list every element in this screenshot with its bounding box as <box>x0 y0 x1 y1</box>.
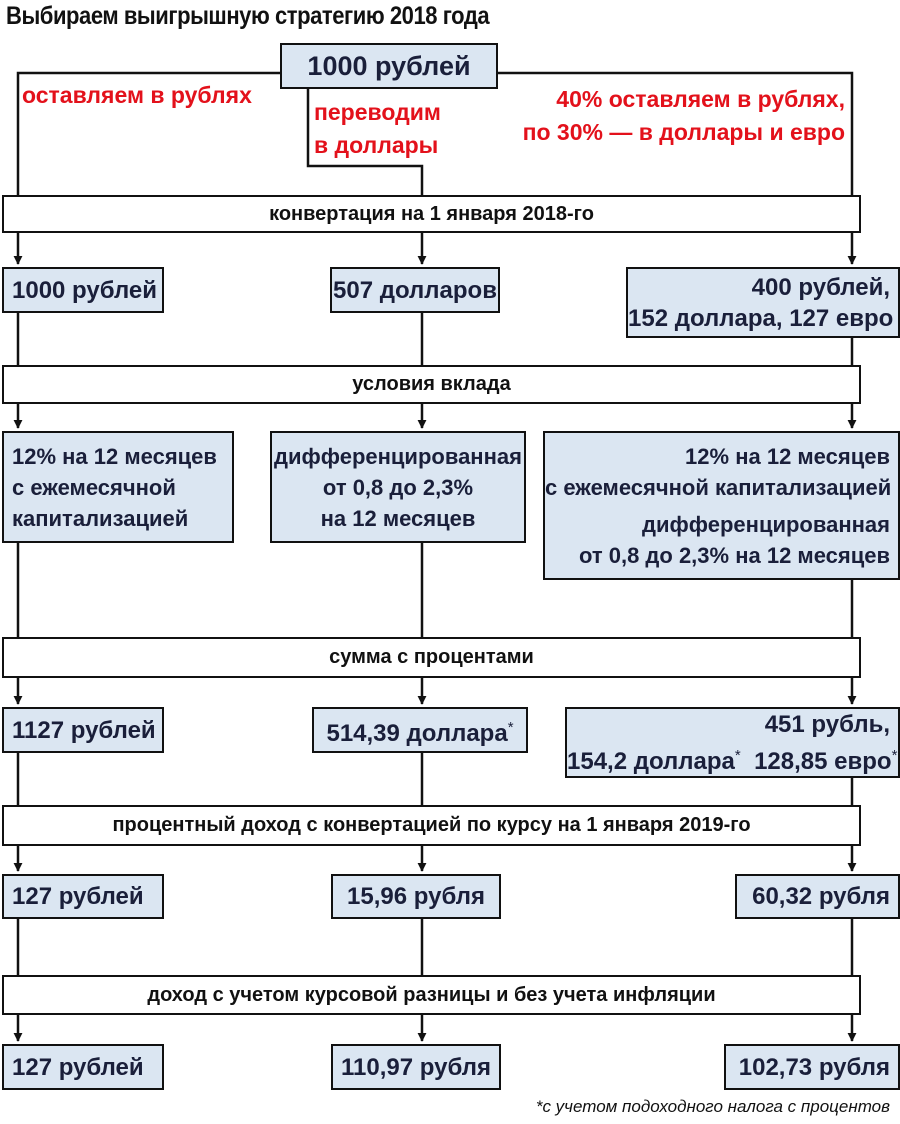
right-sum-line1: 451 рубль, <box>764 710 890 738</box>
connector-root-middle <box>306 88 424 195</box>
left-income-value: 127 рублей <box>12 1053 144 1081</box>
strategy-left-label: оставляем в рублях <box>22 79 252 112</box>
strategy-right-label: 40% оставляем в рублях, по 30% — в долла… <box>523 83 845 149</box>
footnote-marker: * <box>535 1097 543 1116</box>
stage-income-label: доход с учетом курсовой разницы и без уч… <box>147 983 716 1006</box>
middle-terms-line3: на 12 месяцев <box>320 505 476 531</box>
middle-interest-value: 15,96 рубля <box>347 883 485 910</box>
strategy-right-line2: по 30% — в доллары и евро <box>522 119 845 145</box>
middle-sum-value: 514,39 доллара <box>326 719 508 747</box>
strategy-middle-line1: переводим <box>314 99 441 125</box>
middle-start-value: 507 долларов <box>333 276 497 304</box>
stage-conversion-bar: конвертация на 1 января 2018-го <box>2 195 861 233</box>
footnote-marker: * <box>734 746 741 764</box>
connector-root-right <box>497 71 854 195</box>
right-sum-eur: 128,85 евро <box>754 747 892 775</box>
strategy-middle-line2: в доллары <box>314 132 439 158</box>
middle-start-box: 507 долларов <box>330 267 500 313</box>
strategy-middle-label: переводим в доллары <box>314 96 441 162</box>
right-interest-value: 60,32 рубля <box>752 883 890 910</box>
left-start-box: 1000 рублей <box>2 267 164 313</box>
right-interest-box: 60,32 рубля <box>735 874 900 919</box>
stage-interest-label: процентный доход с конвертацией по курсу… <box>112 814 751 836</box>
stage-sum-label: сумма с процентами <box>329 646 534 668</box>
footnote-marker: * <box>891 746 898 764</box>
stage-sum-bar: сумма с процентами <box>2 637 861 678</box>
connector-root-left <box>16 71 280 195</box>
middle-income-box: 110,97 рубля <box>331 1044 501 1090</box>
stage-terms-label: условия вклада <box>352 373 511 395</box>
middle-income-value: 110,97 рубля <box>341 1053 491 1081</box>
right-sum-usd: 154,2 доллара <box>567 747 735 775</box>
right-terms-line2: с ежемесячной капитализацией <box>545 474 892 500</box>
right-income-box: 102,73 рубля <box>724 1044 900 1090</box>
right-start-box: 400 рублей, 152 доллара, 127 евро <box>626 267 900 338</box>
left-start-value: 1000 рублей <box>12 276 158 304</box>
right-terms-line1: 12% на 12 месяцев <box>685 443 890 469</box>
left-interest-value: 127 рублей <box>12 883 144 910</box>
middle-sum-box: 514,39 доллара* <box>312 707 528 753</box>
right-sum-line2: 154,2 доллара* 128,85 евро* <box>567 740 897 777</box>
middle-sum-row: 514,39 доллара* <box>314 712 526 749</box>
middle-terms-line1: дифференцированная <box>274 443 522 469</box>
left-terms-line3: капитализацией <box>12 505 189 531</box>
stage-interest-bar: процентный доход с конвертацией по курсу… <box>2 805 861 846</box>
left-income-box: 127 рублей <box>2 1044 164 1090</box>
right-start-line1: 400 рублей, <box>751 273 890 301</box>
right-terms-box: 12% на 12 месяцев с ежемесячной капитали… <box>543 431 900 580</box>
right-terms-line3: дифференцированная <box>642 511 890 537</box>
strategy-right-line1: 40% оставляем в рублях, <box>556 86 845 112</box>
left-sum-value: 1127 рублей <box>12 716 156 744</box>
stage-income-bar: доход с учетом курсовой разницы и без уч… <box>2 975 861 1015</box>
right-start-line2: 152 доллара, 127 евро <box>628 304 894 332</box>
right-terms-line4: от 0,8 до 2,3% на 12 месяцев <box>578 542 890 568</box>
right-income-value: 102,73 рубля <box>738 1053 890 1081</box>
left-terms-line1: 12% на 12 месяцев <box>12 443 217 469</box>
stage-conversion-label: конвертация на 1 января 2018-го <box>269 202 594 225</box>
root-amount-box: 1000 рублей <box>280 43 498 89</box>
right-sum-box: 451 рубль, 154,2 доллара* 128,85 евро* <box>565 707 900 778</box>
footnote: *с учетом подоходного налога с процентов <box>536 1097 890 1117</box>
middle-terms-box: дифференцированная от 0,8 до 2,3% на 12 … <box>270 431 526 543</box>
left-terms-line2: с ежемесячной <box>12 474 176 500</box>
left-sum-box: 1127 рублей <box>2 707 164 753</box>
root-amount: 1000 рублей <box>307 50 471 81</box>
left-interest-box: 127 рублей <box>2 874 164 919</box>
strategy-left-text: оставляем в рублях <box>22 82 252 108</box>
page-title: Выбираем выигрышную стратегию 2018 года <box>6 2 490 30</box>
footnote-marker: * <box>507 718 514 736</box>
left-terms-box: 12% на 12 месяцев с ежемесячной капитали… <box>2 431 234 543</box>
stage-terms-bar: условия вклада <box>2 365 861 404</box>
middle-terms-line2: от 0,8 до 2,3% <box>322 474 474 500</box>
middle-interest-box: 15,96 рубля <box>331 874 501 919</box>
footnote-text: с учетом подоходного налога с процентов <box>542 1097 890 1116</box>
